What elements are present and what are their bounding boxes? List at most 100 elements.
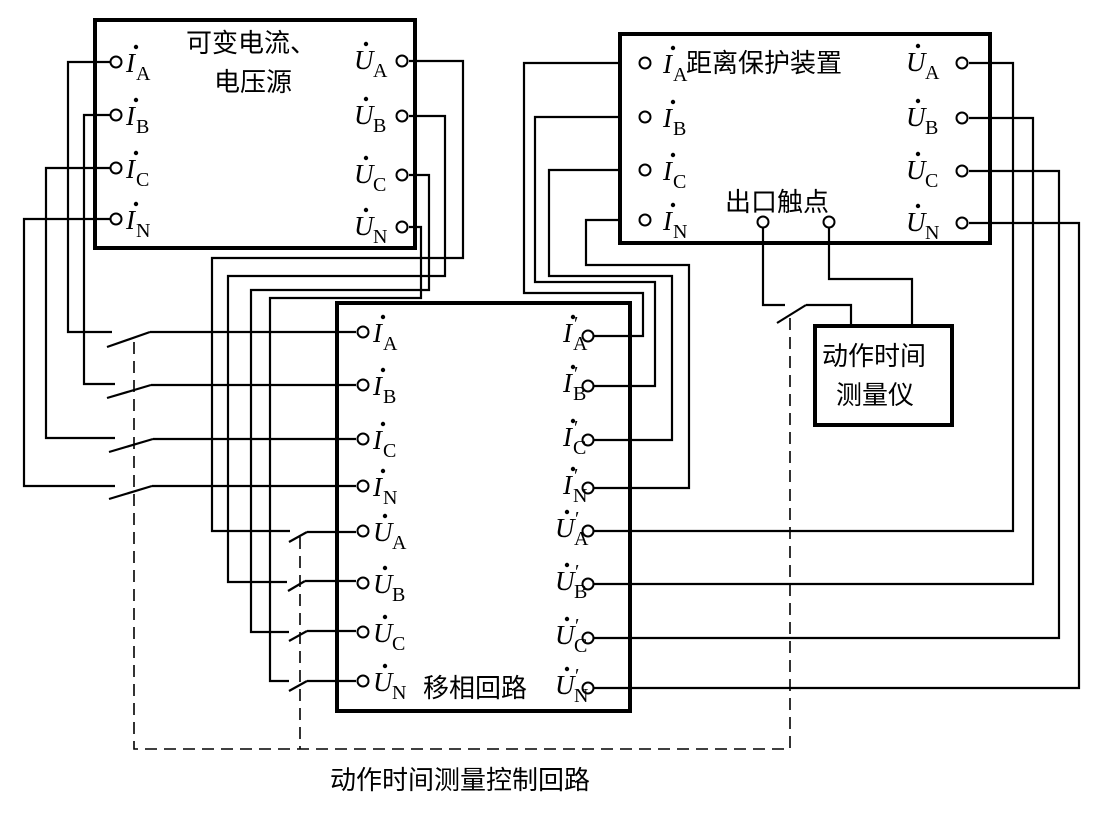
phase-in-label-ua-phasor-dot (382, 513, 388, 519)
relay-contact-label: 出口触点 (725, 188, 829, 218)
phase-out-label-ua-subscript: A (574, 528, 589, 550)
phase-out-label-ia-phasor-dot (570, 314, 576, 320)
relay-terminal-ub[interactable] (955, 111, 969, 125)
phase-in-terminal-ia[interactable] (356, 325, 370, 339)
source-terminal-in[interactable] (109, 212, 123, 226)
switch-timer[interactable] (776, 304, 807, 324)
wire-source-uc (249, 173, 431, 634)
phase-in-terminal-ua[interactable] (356, 524, 370, 538)
phase-out-terminal-ib[interactable] (581, 379, 595, 393)
phase-out-terminal-ic[interactable] (581, 433, 595, 447)
phase-in-terminal-ib[interactable] (356, 378, 370, 392)
wire-phase-ua-out (594, 61, 1015, 533)
source-label-un-symbol: U (354, 211, 375, 241)
relay-label-ia-symbol: I (662, 49, 674, 79)
phase-shift-box (335, 301, 632, 713)
switch-ua[interactable] (288, 531, 308, 543)
source-label-ic-phasor-dot (133, 150, 139, 156)
phase-in-label-ic-phasor-dot (380, 421, 386, 427)
phase-out-label-ic-phasor-dot (570, 418, 576, 424)
phase-out-label-ic-prime: ′ (574, 417, 578, 439)
phase-out-label-ib-subscript: B (573, 383, 586, 405)
phase-in-terminal-un[interactable] (356, 674, 370, 688)
phase-in-terminal-uc[interactable] (356, 625, 370, 639)
phase-in-terminal-ic[interactable] (356, 432, 370, 446)
switch-ib[interactable] (106, 383, 152, 400)
phase-out-label-ub-subscript: B (574, 581, 587, 603)
phase-out-label-ua-prime: ′ (575, 508, 579, 530)
relay-output-contact-2[interactable] (822, 215, 836, 229)
diagram-caption: 动作时间测量控制回路 (330, 766, 590, 796)
relay-output-contact-1[interactable] (756, 215, 770, 229)
phase-out-label-ua-phasor-dot (564, 509, 570, 515)
switch-ic[interactable] (108, 437, 154, 454)
source-terminal-ia[interactable] (109, 55, 123, 69)
phase-in-terminal-in[interactable] (356, 479, 370, 493)
relay-label-un-subscript: N (925, 222, 939, 244)
phase-out-terminal-ua[interactable] (581, 524, 595, 538)
terminals (109, 54, 969, 695)
source-label-ic-symbol: I (125, 154, 137, 184)
switches (106, 304, 807, 692)
relay-terminal-ua[interactable] (955, 56, 969, 70)
phase-out-label-ia: I′A (562, 313, 588, 355)
source-label-ia-symbol: I (125, 48, 137, 78)
source-label-ua-subscript: A (373, 60, 388, 82)
source-terminal-un[interactable] (395, 220, 409, 234)
source-label-ia-phasor-dot (133, 44, 139, 50)
phase-out-terminal-in[interactable] (581, 481, 595, 495)
source-label-un-subscript: N (373, 226, 387, 248)
source-terminal-uc[interactable] (395, 168, 409, 182)
source-terminal-ua[interactable] (395, 54, 409, 68)
phase-in-terminal-ub[interactable] (356, 576, 370, 590)
switch-in[interactable] (108, 484, 153, 501)
phase-out-label-uc-phasor-dot (564, 616, 570, 622)
source-label-in-phasor-dot (133, 201, 139, 207)
phase-out-label-ic-symbol: I (562, 422, 574, 452)
phase-out-label-uc: U′C (555, 615, 587, 657)
phase-out-label-ic-subscript: C (573, 437, 586, 459)
source-label-ib-symbol: I (125, 101, 137, 131)
phase-out-terminal-ub[interactable] (581, 577, 595, 591)
relay-label-in-subscript: N (673, 221, 687, 243)
phase-out-label-un-phasor-dot (564, 666, 570, 672)
source-label-in-subscript: N (136, 220, 150, 242)
phase-out-label-ic: I′C (562, 417, 586, 459)
phase-out-terminal-uc[interactable] (581, 631, 595, 645)
relay-terminal-uc[interactable] (955, 164, 969, 178)
phase-out-label-in-symbol: I (562, 470, 574, 500)
switch-ia[interactable] (106, 330, 151, 349)
relay-terminal-ib[interactable] (638, 110, 652, 124)
relay-label-ub-subscript: B (925, 117, 938, 139)
phase-in-label-un-symbol: U (373, 667, 394, 697)
phase-out-label-ua: U′A (555, 508, 589, 550)
phase-out-terminal-un[interactable] (581, 681, 595, 695)
relay-terminal-in[interactable] (638, 213, 652, 227)
phase-out-label-in-prime: ′ (574, 465, 578, 487)
switch-uc[interactable] (288, 630, 308, 642)
relay-terminal-ic[interactable] (638, 163, 652, 177)
relay-terminal-ia[interactable] (638, 56, 652, 70)
relay-label-ia-phasor-dot (670, 45, 676, 51)
switch-un[interactable] (288, 680, 308, 692)
relay-terminal-un[interactable] (955, 216, 969, 230)
source-terminal-ub[interactable] (395, 109, 409, 123)
wire-phase-ic-out (547, 168, 674, 442)
phase-out-label-in-subscript: N (573, 485, 587, 507)
relay-label-ia-subscript: A (673, 64, 688, 86)
phase-out-label-ub: U′B (555, 561, 587, 603)
switch-ub[interactable] (287, 580, 306, 592)
source-box-title-line2: 电压源 (214, 68, 292, 98)
source-box (93, 18, 417, 250)
source-terminal-ic[interactable] (109, 161, 123, 175)
source-label-ub-subscript: B (373, 115, 386, 137)
phase-out-label-uc-symbol: U (555, 620, 576, 650)
phase-out-terminal-ia[interactable] (581, 329, 595, 343)
phase-out-label-un-symbol: U (555, 670, 576, 700)
source-terminal-ib[interactable] (109, 108, 123, 122)
